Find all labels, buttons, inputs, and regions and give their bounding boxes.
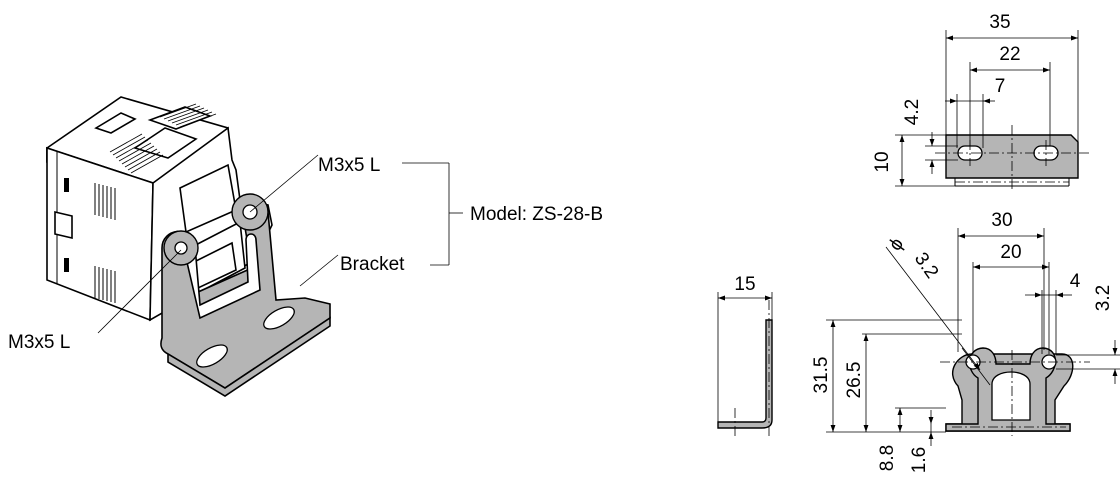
dim-26-5: 26.5 (844, 362, 865, 399)
dim-4-2: 4.2 (902, 99, 923, 125)
dim-31-5: 31.5 (811, 357, 832, 394)
bracket-slot-2 (263, 306, 295, 330)
dim-3-2: 3.2 (1093, 285, 1114, 311)
dim-1-6: 1.6 (909, 447, 930, 473)
model-label: Model: ZS-28-B (470, 204, 603, 225)
dim-phi-3-2: 3.2 (910, 249, 942, 283)
top-window (133, 127, 198, 159)
callout-bracket: Bracket (340, 254, 405, 275)
front-view (826, 228, 1120, 446)
dim-10: 10 (872, 151, 893, 172)
front-cutout (991, 371, 1031, 421)
dim-22: 22 (999, 44, 1020, 65)
top-view (895, 30, 1090, 190)
front-vent-grille (94, 183, 116, 303)
side-view (717, 292, 773, 436)
dim-phi-symbol: ϕ (885, 234, 908, 255)
top-vent-slots (109, 103, 217, 174)
dim-30: 30 (991, 210, 1012, 231)
front-led (64, 178, 69, 192)
dim-15: 15 (734, 274, 755, 295)
callout-screw-top: M3x5 L (318, 155, 380, 176)
isometric-assembly (46, 96, 331, 397)
dim-8-8: 8.8 (877, 445, 898, 471)
front-connector (54, 210, 73, 240)
bracket-slot-1 (196, 344, 228, 368)
dim-4: 4 (1070, 271, 1081, 292)
dim-20: 20 (1000, 242, 1021, 263)
dim-7: 7 (995, 76, 1006, 97)
dim-35: 35 (989, 12, 1010, 33)
callout-leaders (97, 154, 463, 334)
callout-screw-left: M3x5 L (8, 332, 70, 353)
